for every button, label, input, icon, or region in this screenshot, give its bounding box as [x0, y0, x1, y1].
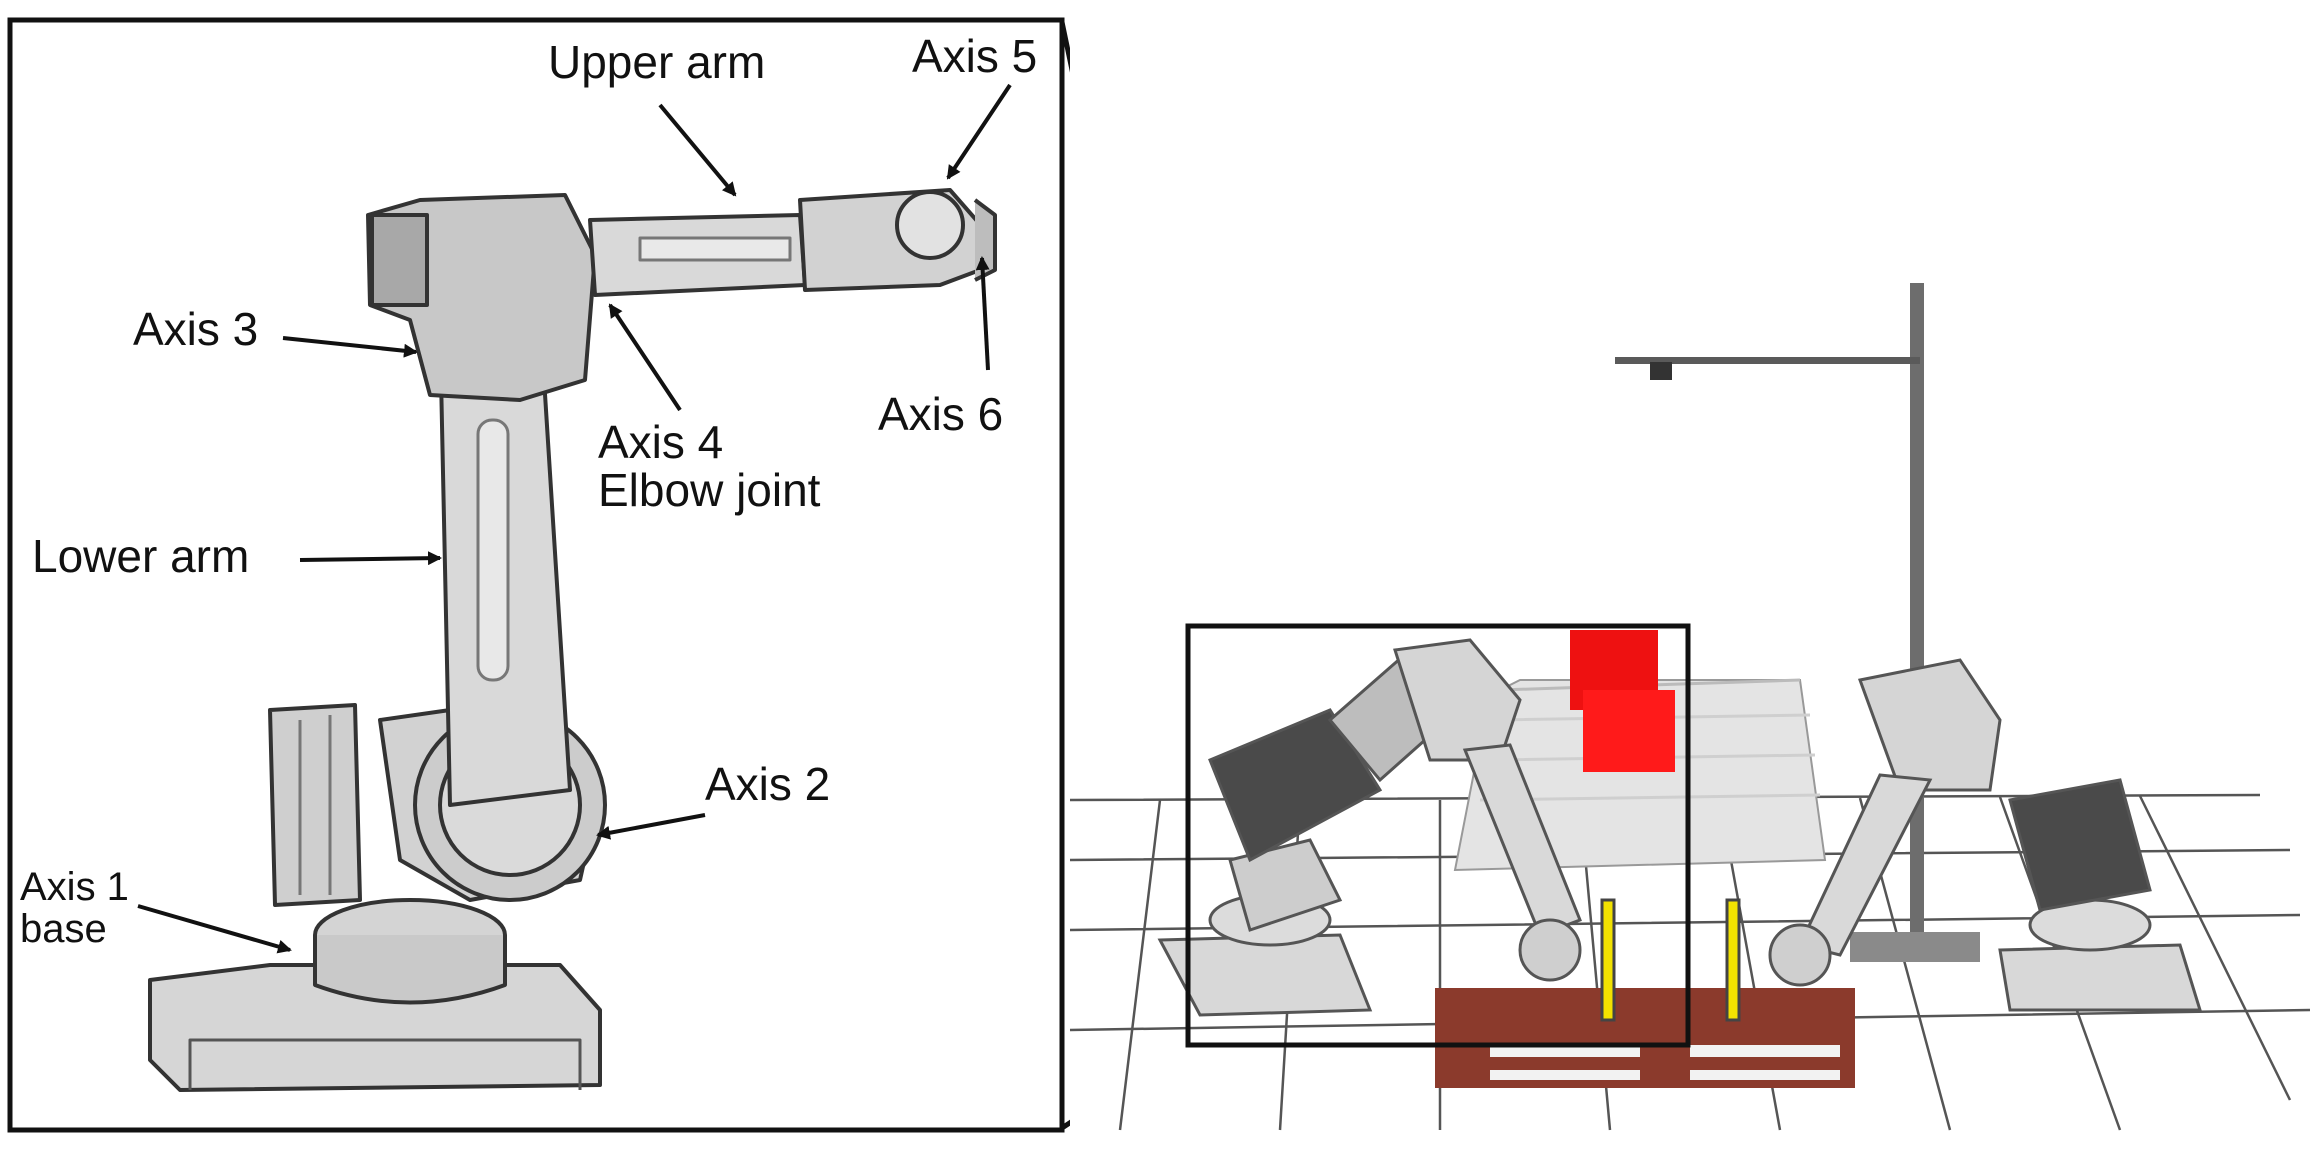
label-axis3: Axis 3 [133, 303, 258, 355]
right-gripper [1725, 898, 1741, 1022]
right-robot [1725, 658, 2203, 1022]
simulation-scene [1069, 20, 2310, 1131]
annotation-axis3: Axis 3 [133, 303, 418, 358]
pallet [1435, 988, 1855, 1088]
camera-icon [1650, 362, 1672, 380]
label-axis5: Axis 5 [912, 30, 1037, 82]
zoom-highlight-box [1185, 623, 1691, 1048]
label-axis1-line2: base [20, 907, 107, 951]
robot-arm-drawing [148, 188, 997, 1092]
annotation-upper-arm: Upper arm [548, 36, 765, 197]
label-axis4-line1: Axis 4 [598, 416, 723, 468]
label-axis6: Axis 6 [878, 388, 1003, 440]
annotation-axis6: Axis 6 [878, 256, 1003, 440]
annotation-axis1: Axis 1 base [20, 865, 292, 954]
robot-motor-box [268, 703, 362, 907]
label-axis4-line2: Elbow joint [598, 464, 821, 516]
left-robot [1157, 638, 1616, 1022]
robot-diagram-panel: Upper arm Axis 5 Axis 3 Axis 4 Elbow joi… [7, 17, 1065, 1133]
label-axis2: Axis 2 [705, 758, 830, 810]
label-axis1-line1: Axis 1 [20, 865, 129, 909]
label-upper-arm: Upper arm [548, 36, 765, 88]
label-lower-arm: Lower arm [32, 530, 249, 582]
left-gripper [1600, 898, 1616, 1022]
annotation-lower-arm: Lower arm [32, 530, 442, 582]
red-boxes [1570, 630, 1675, 772]
red-box-bottom [1583, 690, 1675, 772]
annotation-axis2: Axis 2 [596, 758, 830, 840]
annotation-axis4: Axis 4 Elbow joint [598, 303, 821, 516]
annotation-axis5: Axis 5 [912, 30, 1037, 180]
